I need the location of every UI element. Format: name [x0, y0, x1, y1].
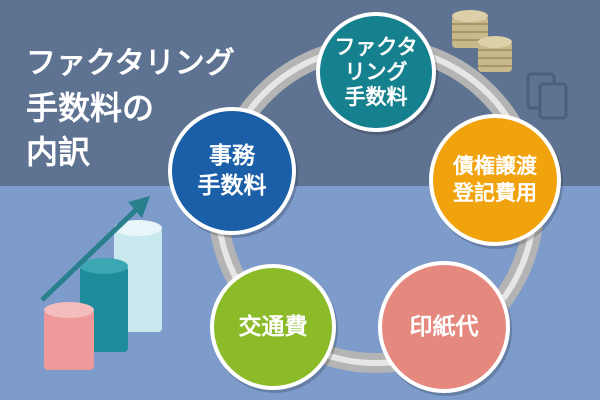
node-label-office: 事務 手数料	[197, 143, 267, 199]
node-label-stamp: 印紙代	[409, 314, 479, 340]
growth-bar-chart-icon	[40, 196, 162, 370]
page-title: ファクタリング 手数料の 内訳	[26, 42, 235, 174]
node-circle-office	[168, 107, 296, 235]
node-label-registration: 債権譲渡 登記費用	[453, 154, 537, 205]
node-label-factoring: ファクタ リング 手数料	[334, 34, 418, 109]
title-line-1: ファクタリング	[26, 46, 235, 81]
node-circle-stamp	[378, 261, 510, 393]
coin-stack-icon	[452, 10, 512, 72]
title-line-2: 手数料の	[26, 89, 155, 127]
documents-icon	[526, 72, 568, 120]
node-label-transport: 交通費	[238, 314, 308, 340]
node-circle-transport	[210, 264, 336, 390]
title-line-3: 内訳	[26, 133, 91, 171]
node-circle-factoring	[316, 12, 436, 132]
node-circle-registration	[429, 114, 561, 246]
